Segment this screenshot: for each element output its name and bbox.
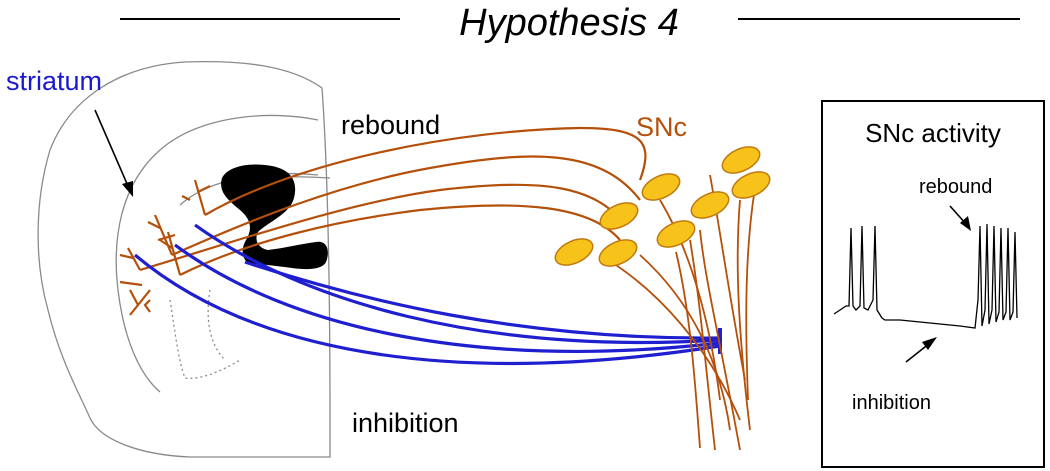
- snc-soma: [599, 202, 639, 230]
- snc-soma: [731, 171, 771, 199]
- striatal-axon-2: [174, 243, 721, 353]
- inhibitory-projections: [133, 223, 722, 365]
- striatal-axon-4: [244, 260, 721, 340]
- dopaminergic-projections: [119, 126, 647, 316]
- axon-branch-1: [147, 214, 176, 256]
- snc-activity-inset: SNc activity rebound inhibition: [821, 100, 1045, 468]
- snc-axon-middle: [139, 183, 626, 272]
- snc-neurons: [554, 146, 771, 267]
- snc-soma: [598, 239, 638, 267]
- snc-soma: [690, 191, 730, 219]
- dendrite-7: [599, 254, 741, 421]
- lateral-ventricle: [221, 164, 328, 270]
- striatum-arrow: [94, 109, 133, 197]
- dendrite-3: [675, 251, 701, 449]
- diagram-title: Hypothesis 4: [459, 2, 679, 44]
- dendrite-9: [659, 199, 721, 401]
- axon-branch-4: [119, 231, 182, 287]
- snc-label: SNc: [636, 112, 687, 142]
- snc-axon-top: [204, 126, 647, 216]
- dendrite-5: [745, 187, 756, 401]
- dendrite-1: [699, 229, 741, 451]
- inset-inhibition-label: inhibition: [852, 392, 931, 414]
- axon-branch-2: [181, 179, 211, 216]
- inset-rebound-arrow: [949, 205, 971, 231]
- inset-rebound-label: rebound: [919, 176, 992, 198]
- axon-branch-5: [143, 299, 151, 313]
- title-group: Hypothesis 4: [120, 2, 1020, 44]
- snc-dendrites: [599, 174, 756, 451]
- dendrite-4: [736, 199, 751, 431]
- inset-title: SNc activity: [865, 118, 1001, 148]
- spike-trace: [833, 223, 1018, 329]
- snc-soma: [656, 220, 696, 248]
- striatal-axon-3: [133, 253, 721, 365]
- snc-soma: [721, 146, 761, 174]
- snc-soma: [641, 173, 681, 201]
- striatum-dotted-border: [207, 289, 226, 361]
- axon-branch-3: [119, 247, 151, 316]
- striatum-label: striatum: [6, 66, 102, 96]
- snc-axon-upper: [171, 155, 641, 257]
- striatal-axon-1: [194, 223, 721, 345]
- snc-axon-lower: [179, 204, 621, 276]
- inhibition-label: inhibition: [352, 408, 459, 438]
- dendrite-6: [639, 254, 731, 431]
- snc-soma: [554, 238, 594, 266]
- inset-inhibition-arrow: [905, 337, 937, 363]
- dendrite-2: [689, 239, 716, 451]
- cortex-inner-outline: [115, 114, 319, 393]
- brain-outline: [37, 60, 331, 458]
- rebound-label: rebound: [341, 110, 440, 140]
